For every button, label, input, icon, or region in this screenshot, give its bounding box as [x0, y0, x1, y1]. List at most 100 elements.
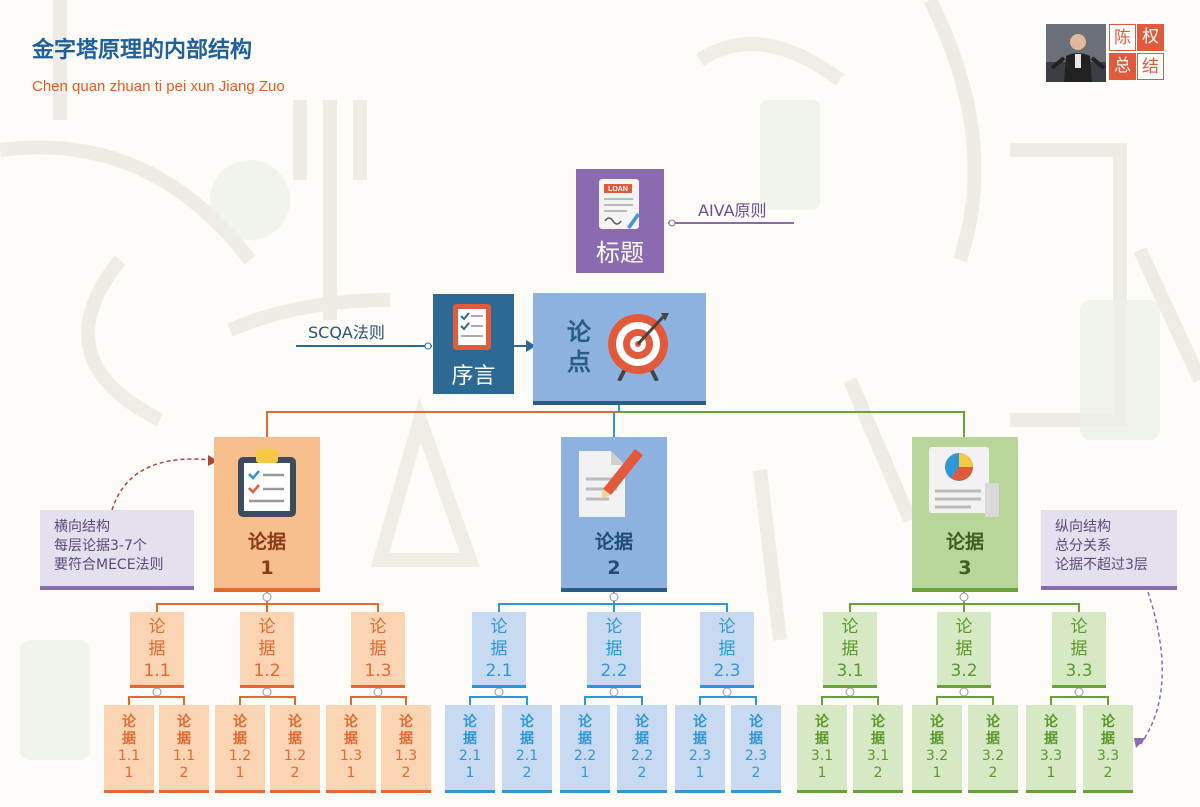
evidence-2-label: 论据: [594, 531, 633, 553]
evidence-label-number: 3.3: [1065, 660, 1093, 681]
preface-node-label: 序言: [451, 364, 496, 389]
leaf-text-0: 论: [986, 713, 1000, 730]
evidence-label-top: 论: [490, 616, 508, 637]
note-vertical-structure: 纵向结构 总分关系 论据不超过3层: [1041, 510, 1177, 590]
leaf-text-1: 据: [122, 730, 136, 747]
note-right-line-2: 总分关系: [1055, 538, 1111, 554]
logo-char-3: 总: [1109, 53, 1136, 80]
leaf-text-2: 3.1: [866, 747, 890, 764]
leaf-text-0: 论: [815, 713, 829, 730]
leaf-text-3: 2: [1103, 764, 1113, 781]
evidence-label-mid: 据: [955, 638, 973, 659]
leaf-text-3: 2: [751, 764, 761, 781]
leaf-text-3: 1: [235, 764, 245, 781]
leaf-text-1: 据: [288, 730, 302, 747]
evidence-label-mid: 据: [841, 638, 859, 659]
leaf-text-2: 3.1: [810, 747, 834, 764]
leaf-text-3: 2: [637, 764, 647, 781]
leaf-text-1: 据: [177, 730, 191, 747]
leaf-text-0: 论: [635, 713, 649, 730]
leaf-text-0: 论: [871, 713, 885, 730]
preface-rule-label: SCQA法则: [308, 323, 385, 342]
leaf-text-3: 1: [1046, 764, 1056, 781]
evidence-1-label: 论据: [247, 531, 286, 553]
evidence-node-3[interactable]: 论据 3: [912, 437, 1018, 592]
report-chart-icon: [929, 447, 999, 517]
evidence-label-top: 论: [605, 616, 623, 637]
evidence-label-number: 2.1: [485, 660, 513, 681]
page-subtitle: Chen quan zhuan ti pei xun Jiang Zuo: [32, 78, 285, 95]
title-node[interactable]: LOAN 标题: [576, 169, 664, 273]
page-title: 金字塔原理的内部结构: [32, 38, 253, 63]
leaf-text-1: 据: [1044, 730, 1058, 747]
evidence-2-number: 2: [607, 557, 621, 579]
leaf-text-0: 论: [288, 713, 302, 730]
leaf-text-3: 1: [580, 764, 590, 781]
leaf-text-2: 1.3: [394, 747, 418, 764]
evidence-3-number: 3: [958, 557, 972, 579]
logo-char-2: 权: [1137, 24, 1164, 51]
leaf-text-0: 论: [463, 713, 477, 730]
evidence-node-2[interactable]: 论据 2: [561, 437, 667, 592]
leaf-text-0: 论: [749, 713, 763, 730]
leaf-text-1: 据: [871, 730, 885, 747]
leaf-text-2: 2.1: [458, 747, 482, 764]
leaf-text-0: 论: [578, 713, 592, 730]
leaf-text-3: 2: [522, 764, 532, 781]
evidence-label-mid: 据: [490, 638, 508, 659]
leaf-text-3: 1: [695, 764, 705, 781]
preface-node[interactable]: 序言: [433, 294, 514, 394]
leaf-text-3: 1: [124, 764, 134, 781]
point-node[interactable]: 论 点: [533, 293, 706, 405]
evidence-label-number: 1.2: [253, 660, 281, 681]
leaf-text-1: 据: [520, 730, 534, 747]
leaf-text-3: 1: [817, 764, 827, 781]
evidence-label-number: 1.1: [143, 660, 171, 681]
leaf-text-1: 据: [1101, 730, 1115, 747]
evidence-label-number: 2.3: [713, 660, 741, 681]
title-node-label: 标题: [596, 239, 644, 267]
evidence-label-top: 论: [955, 616, 973, 637]
evidence-label-mid: 据: [148, 638, 166, 659]
note-left-line-1: 横向结构: [54, 519, 110, 535]
leaf-text-2: 3.2: [981, 747, 1005, 764]
leaf-text-3: 2: [873, 764, 883, 781]
leaf-text-0: 论: [1101, 713, 1115, 730]
leaf-text-3: 2: [290, 764, 300, 781]
leaf-text-0: 论: [122, 713, 136, 730]
leaf-text-2: 3.3: [1039, 747, 1063, 764]
leaf-text-1: 据: [233, 730, 247, 747]
leaf-text-0: 论: [344, 713, 358, 730]
evidence-node-1[interactable]: 论据 1: [214, 437, 320, 592]
logo-char-1: 陈: [1109, 24, 1136, 51]
